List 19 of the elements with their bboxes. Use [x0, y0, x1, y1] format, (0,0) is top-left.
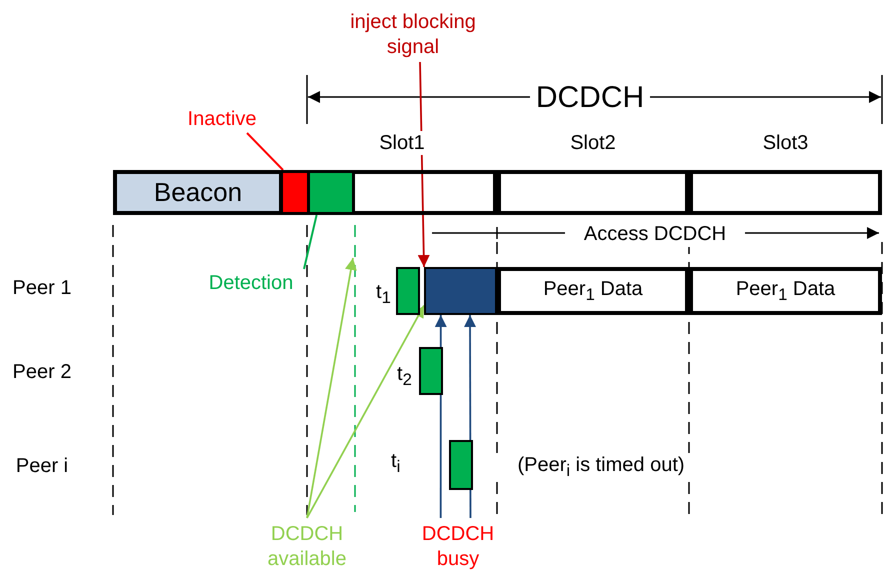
- time-label: t$_{2}$: [397, 363, 412, 390]
- callout-text: Detection: [198, 269, 304, 297]
- data-block: Peer$_{1}$ Data: [689, 267, 882, 315]
- callout-text: DCDCH busy: [410, 518, 506, 576]
- leader-line: [303, 214, 318, 270]
- time-label: t$_{1}$: [376, 281, 391, 308]
- callout-text: DCDCH available: [245, 518, 369, 576]
- detection-block: [307, 170, 355, 215]
- blocking-signal-block: [424, 267, 497, 315]
- slot-label: Slot1: [377, 131, 427, 155]
- time-label: t$_{i}$: [391, 450, 400, 477]
- data-block: Peer$_{1}$ Data: [497, 267, 689, 315]
- arrow: [306, 304, 425, 518]
- beacon-block: Beacon: [113, 170, 283, 215]
- callout-text: Inactive: [172, 105, 272, 133]
- inactive-block: [283, 170, 307, 215]
- leader-line: [246, 132, 284, 171]
- callout-text: inject blocking signal: [343, 8, 483, 62]
- arrow: [306, 258, 357, 518]
